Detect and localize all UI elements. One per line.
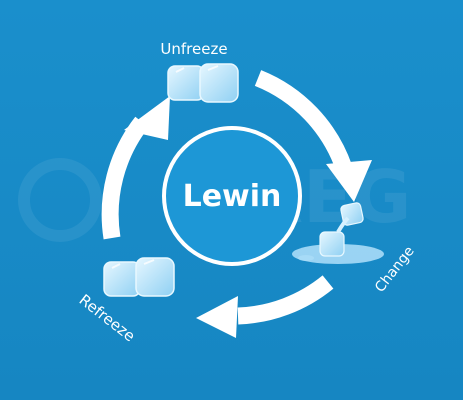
arrow-refreeze-to-unfreeze: [101, 116, 149, 240]
ice-cubes-icon: [103, 257, 175, 297]
cycle-arrows: [101, 70, 353, 325]
ice-cubes-icon: [167, 63, 239, 103]
arrow-head-down-right: [326, 160, 372, 202]
stage-label-unfreeze: Unfreeze: [160, 40, 227, 58]
arrow-change-to-refreeze: [237, 275, 334, 325]
melting-ice-icon: [292, 202, 384, 264]
arrow-heads: [124, 96, 372, 338]
center-circle: [162, 126, 302, 266]
center-label: Lewin: [183, 179, 282, 214]
arrow-head-up: [124, 96, 170, 140]
arrow-head-left: [196, 296, 238, 338]
arrow-unfreeze-to-change: [254, 70, 353, 171]
